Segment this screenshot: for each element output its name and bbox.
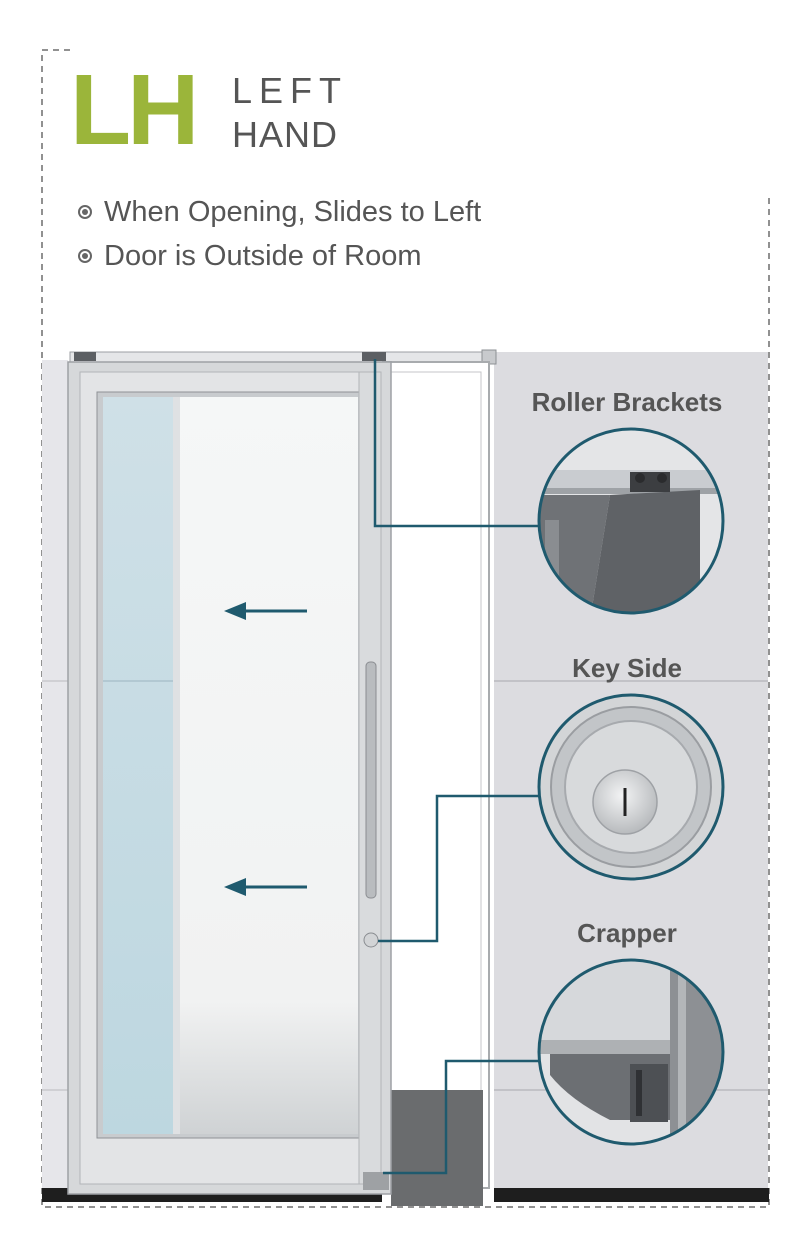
floor-right bbox=[494, 1188, 769, 1202]
frosted-panel bbox=[180, 397, 358, 1134]
crapper-detail bbox=[537, 958, 725, 1146]
roller-bracket-right bbox=[362, 352, 386, 361]
list-item: When Opening, Slides to Left bbox=[78, 190, 481, 234]
feature-list: When Opening, Slides to Left Door is Out… bbox=[78, 190, 481, 278]
top-track bbox=[69, 351, 497, 363]
dashed-guides bbox=[41, 49, 770, 1208]
callout-lines bbox=[373, 359, 539, 1175]
wall-left-strip bbox=[42, 360, 68, 1190]
bullet-circle-icon bbox=[78, 205, 92, 219]
roller-brackets-detail bbox=[537, 427, 725, 615]
callout-roller-brackets-title: Roller Brackets bbox=[531, 387, 723, 417]
bullet-text: When Opening, Slides to Left bbox=[104, 195, 482, 228]
arrow-left-icon bbox=[224, 878, 307, 896]
callout-crapper-title: Crapper bbox=[577, 918, 677, 948]
bullet-text: Door is Outside of Room bbox=[104, 239, 422, 272]
bullet-circle-icon bbox=[78, 249, 92, 263]
hand-label-line1: LEFT bbox=[232, 70, 349, 111]
door-pull-handle bbox=[365, 661, 377, 899]
key-knob bbox=[363, 932, 379, 948]
arrow-left-icon bbox=[224, 602, 307, 620]
callout-key-side-title: Key Side bbox=[572, 653, 682, 683]
roller-bracket-left bbox=[74, 352, 96, 361]
hand-label-line2: HAND bbox=[232, 114, 339, 155]
list-item: Door is Outside of Room bbox=[78, 234, 481, 278]
hand-abbreviation: LH bbox=[70, 54, 199, 166]
glass-panel bbox=[103, 397, 173, 1134]
key-side-detail bbox=[537, 693, 725, 881]
